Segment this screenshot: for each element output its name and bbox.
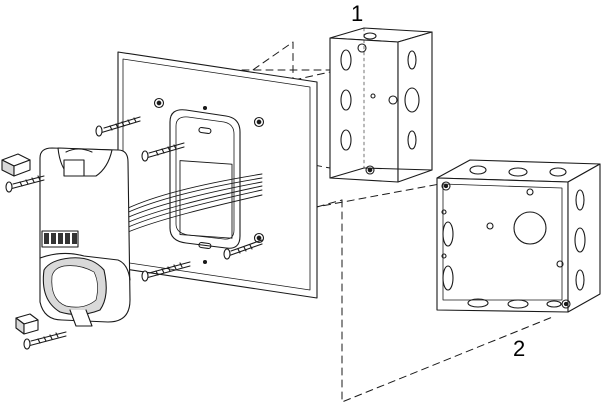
screw: [141, 142, 185, 162]
mounting-bracket: [169, 105, 241, 265]
screw: [95, 116, 141, 137]
screws: [5, 116, 263, 350]
screw: [223, 239, 263, 260]
callout-box-2: 2: [513, 336, 526, 361]
sensor-housing: [39, 147, 131, 327]
clips: [1, 153, 39, 335]
screw: [5, 175, 45, 193]
screw: [141, 261, 191, 282]
callout-box-1: 1: [351, 1, 364, 26]
single-gang-box: [329, 27, 433, 183]
top-clip: [1, 153, 31, 177]
square-box: [436, 159, 601, 313]
bottom-clip: [15, 313, 39, 335]
cable-bundle: [119, 173, 263, 233]
screw: [23, 331, 67, 350]
